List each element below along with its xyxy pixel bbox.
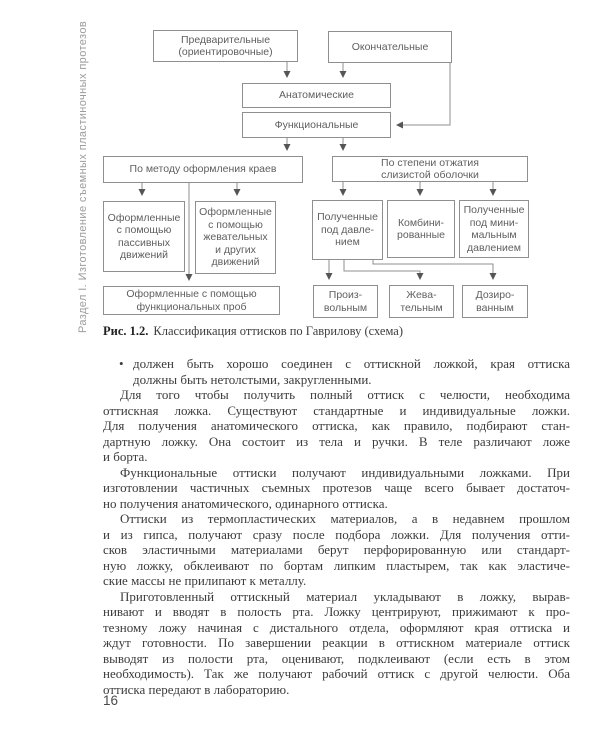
diagram-box-dosed: Дозиро- ванным — [462, 285, 528, 318]
text-line: Приготовленный оттискный материал уклады… — [120, 588, 570, 604]
diagram-box-under-pressure: Полученные под давле- нием — [312, 200, 383, 260]
text-line: Оттиски из термопластических материалов,… — [120, 511, 570, 526]
text-line: ную ложку, обклеивают по бортам липким п… — [103, 557, 570, 573]
bullet-line: • должен быть хорошо соединен с оттискной… — [103, 356, 570, 372]
text-line: выводят из полости рта, оценивают, подкл… — [103, 650, 570, 666]
diagram-box-preliminary: Предварительные (ориентировочные) — [153, 30, 298, 62]
diagram-box-masticatory: Жева- тельным — [389, 285, 454, 318]
text-line: необходимость). Так же получают рабочий … — [103, 666, 570, 681]
text-line: нивают и вводят в полость рта. Ложку цен… — [103, 604, 570, 619]
diagram-box-anatomical: Анатомические — [242, 83, 391, 108]
text-line: и борта. — [103, 449, 148, 464]
diagram-connectors — [138, 62, 497, 281]
text-line: Для того чтобы получить полный оттиск с … — [120, 387, 570, 402]
text-line: сков эластичными материалами берут перфо… — [103, 542, 570, 557]
text-line: ские массы не прилипают к металлу. — [103, 573, 307, 588]
figure-diagram: Предварительные (ориентировочные) Оконча… — [0, 0, 600, 345]
text-line: Для получения анатомического оттиска, ка… — [103, 418, 570, 433]
text-line: должны быть нетолстыми, закругленными. — [133, 371, 372, 387]
diagram-box-final: Окончательные — [328, 31, 452, 63]
text-line: но получения анатомического, одинарного … — [103, 495, 388, 511]
figure-caption-number: Рис. 1.2. — [103, 324, 149, 338]
connector-arrow — [372, 260, 497, 280]
figure-caption: Рис. 1.2. Классификация оттисков по Гаври… — [103, 324, 403, 339]
text-line: Функциональные оттиски получают индивиду… — [120, 464, 570, 480]
connector-arrow — [396, 63, 451, 129]
diagram-box-by-mucosa-pressure: По степени отжатия слизистой оболочки — [332, 156, 528, 182]
text-line: и из гипса, получают сразу после подбора… — [103, 526, 570, 542]
diagram-box-by-edge-method: По методу оформления краев — [103, 156, 303, 183]
text-line: дартную ложку. Она состоит из тела и руч… — [103, 433, 570, 449]
text-line: ждут готовности. По завершении реакции в… — [103, 635, 570, 650]
page-number: 16 — [103, 693, 119, 708]
body-text: • должен быть хорошо соединен с оттискной… — [103, 356, 570, 697]
diagram-box-chewing: Оформленные с помощью жевательных и друг… — [195, 201, 276, 274]
figure-caption-text: Классификация оттисков по Гаврилову (схе… — [153, 324, 404, 338]
diagram-box-combined: Комбини- рованные — [387, 200, 455, 258]
text-line: оттиска передают в лабораторию. — [103, 681, 290, 697]
text-line: оттискная ложка. Существуют стандартные … — [103, 402, 570, 418]
text-line: тезному ложу начиная с дистального отдел… — [103, 619, 570, 635]
diagram-box-minimal-pressure: Полученные под мини- мальным давлением — [459, 200, 529, 258]
diagram-box-arbitrary: Произ- вольным — [313, 285, 378, 318]
bullet-marker: • — [119, 356, 124, 371]
diagram-box-passive: Оформленные с помощью пассивных движений — [103, 201, 185, 272]
text-line: изготовлении частичных съемных протезов … — [103, 480, 570, 495]
text-line: должен быть хорошо соединен с оттискной … — [133, 356, 570, 371]
diagram-box-functional: Функциональные — [242, 112, 391, 138]
connector-arrow — [343, 260, 424, 280]
diagram-box-functional-tests: Оформленные с помощью функциональных про… — [103, 286, 280, 315]
